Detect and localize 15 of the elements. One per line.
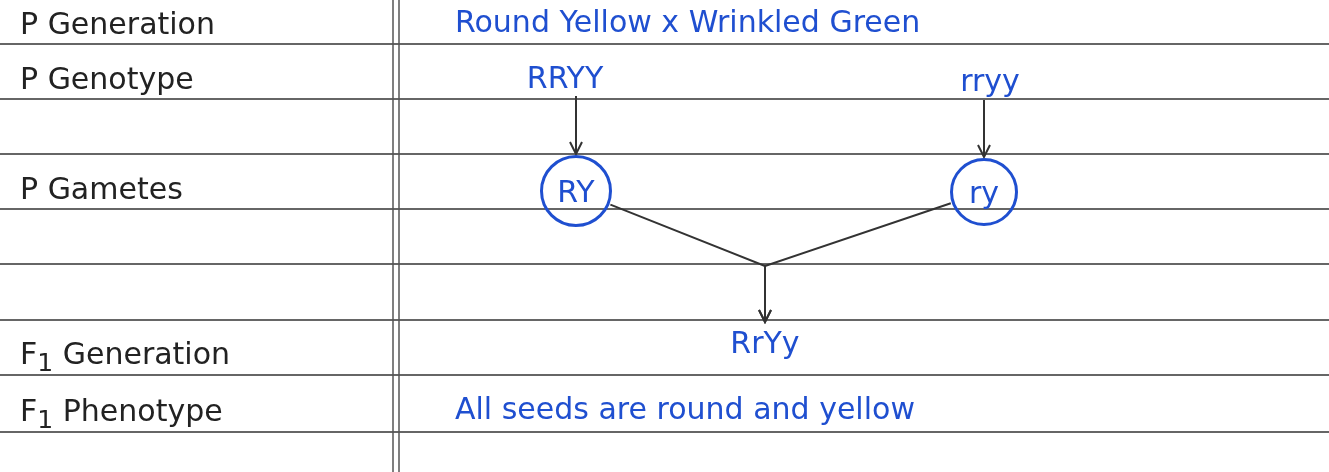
arrow bbox=[977, 99, 991, 158]
phenotype-text: All seeds are round and yellow bbox=[455, 391, 915, 426]
genotype-text: rryy bbox=[940, 60, 1040, 100]
cross-text: Round Yellow x Wrinkled Green bbox=[455, 4, 921, 39]
row-heading: F$_{1}$ Generation bbox=[20, 336, 231, 377]
row-heading: P Genotype bbox=[20, 61, 194, 96]
row-heading: P Generation bbox=[20, 6, 215, 41]
arrow bbox=[758, 202, 952, 323]
row-heading: P Gametes bbox=[20, 171, 183, 206]
genotype-text: RrYy bbox=[700, 322, 830, 362]
genotype-text: RRYY bbox=[505, 58, 625, 96]
gamete-circle: ry bbox=[950, 158, 1018, 226]
gamete-circle: RY bbox=[540, 155, 612, 227]
row-heading: F$_{1}$ Phenotype bbox=[20, 393, 223, 434]
arrow bbox=[569, 95, 583, 155]
